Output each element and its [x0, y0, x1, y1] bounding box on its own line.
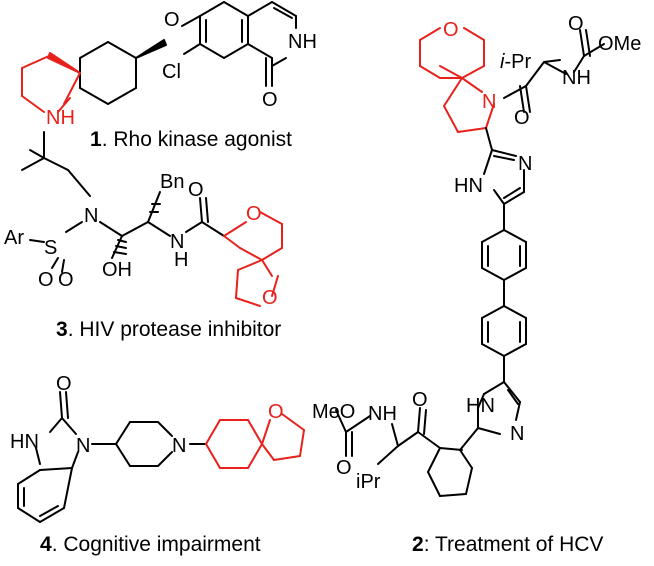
atom-ome: OMe: [598, 33, 641, 55]
atom-o: O: [412, 389, 428, 411]
compound-4-structure: [17, 391, 305, 523]
atom-o: O: [568, 13, 584, 35]
caption-compound-1: 1. Rho kinase agonist: [90, 128, 292, 151]
atom-nh: NH: [368, 403, 397, 425]
atom-hn: HN: [10, 431, 39, 453]
atom-o: O: [336, 457, 352, 479]
caption-compound-3: 3. HIV protease inhibitor: [56, 318, 282, 341]
atom-n: N: [170, 231, 184, 253]
atom-s: S: [44, 237, 57, 259]
atom-o: O: [56, 373, 72, 395]
atom-ar: Ar: [4, 227, 24, 249]
atom-n: N: [76, 435, 90, 457]
atom-cl: Cl: [162, 61, 181, 83]
caption-compound-4: 4. Cognitive impairment: [40, 533, 261, 556]
atom-o: O: [58, 269, 74, 291]
atom-n: N: [482, 91, 496, 113]
atom-ipr: iPr: [356, 471, 381, 493]
atom-bn: Bn: [160, 171, 184, 193]
atom-o: O: [262, 89, 278, 111]
atom-o: O: [38, 269, 54, 291]
atom-o: O: [268, 401, 284, 423]
atom-hn: HN: [466, 395, 495, 417]
atom-meo: MeO: [312, 401, 355, 423]
atom-hn: HN: [454, 175, 483, 197]
atom-ipr: i-Pr: [500, 51, 531, 73]
compound-1-structure: [21, 1, 297, 113]
atom-o: O: [246, 203, 262, 225]
atom-n: N: [84, 205, 98, 227]
atom-labels: O Cl NH O NH O N O OMe NH O i-Pr N HN HN…: [4, 9, 641, 493]
atom-o: O: [443, 19, 459, 41]
atom-nh: NH: [46, 107, 75, 129]
atom-n: N: [518, 153, 532, 175]
atom-o: O: [164, 9, 180, 31]
atom-o: O: [188, 179, 204, 201]
compound-2-structure: [335, 27, 605, 497]
atom-n: N: [172, 435, 186, 457]
atom-o: O: [514, 107, 530, 129]
atom-nh: NH: [562, 67, 591, 89]
compound-3-structure: [21, 131, 283, 307]
atom-o: O: [262, 287, 278, 309]
caption-compound-2: 2: Treatment of HCV: [412, 533, 604, 556]
atom-oh: OH: [102, 259, 132, 281]
atom-nh: NH: [288, 31, 317, 53]
atom-h: H: [174, 249, 188, 271]
atom-n: N: [510, 423, 524, 445]
